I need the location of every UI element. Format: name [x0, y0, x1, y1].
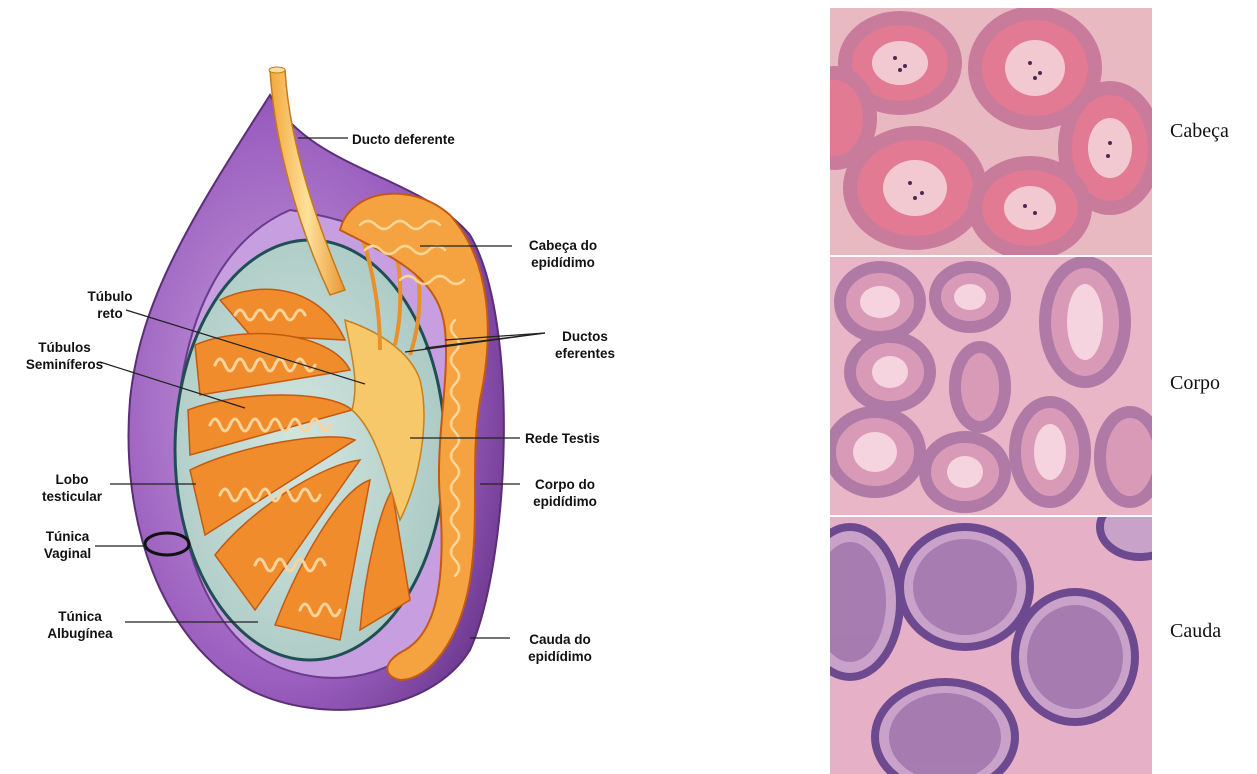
histology-panel-cabeca [830, 8, 1152, 255]
label-lobo-testicular: Lobo testicular [32, 471, 112, 505]
label-rede-testis: Rede Testis [525, 430, 600, 447]
label-tunica-albuginea: Túnica Albugínea [40, 608, 120, 642]
epididymis-diagram [0, 0, 820, 774]
label-ducto-deferente: Ducto deferente [352, 131, 455, 148]
histology-label-corpo: Corpo [1170, 372, 1220, 395]
label-tubulo-reto: Túbulo reto [70, 288, 150, 322]
label-tubulos-seminiferos: Túbulos Seminíferos [22, 339, 107, 373]
label-cabeca-epididimo: Cabeça do epidídimo [513, 237, 613, 271]
histology-panel-corpo [830, 257, 1152, 515]
label-ductos-eferentes: Ductos eferentes [545, 328, 625, 362]
histology-panel-cauda [830, 517, 1152, 774]
histology-label-cauda: Cauda [1170, 620, 1221, 643]
histology-label-cabeca: Cabeça [1170, 120, 1229, 143]
label-tunica-vaginal: Túnica Vaginal [30, 528, 105, 562]
label-corpo-epididimo: Corpo do epidídimo [515, 476, 615, 510]
label-cauda-epididimo: Cauda do epidídimo [510, 631, 610, 665]
